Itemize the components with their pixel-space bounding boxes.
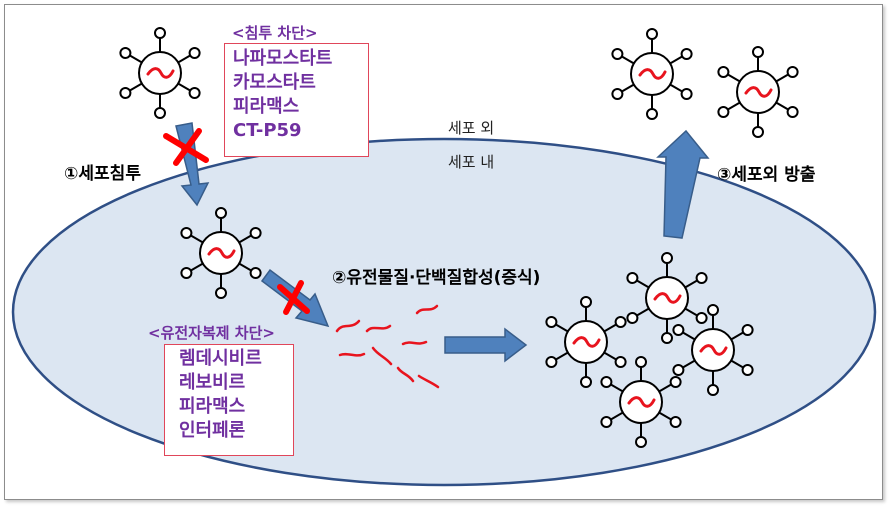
virus-outside	[118, 26, 202, 120]
release-arrow	[656, 129, 710, 239]
replication-block-box: 렘데시비르 레보비르 피라맥스 인터페론	[164, 344, 294, 456]
virus-released-2	[716, 45, 800, 139]
entry-drug: 카모스타트	[233, 72, 316, 93]
replication-drug: 렘데시비르	[179, 348, 262, 369]
rna-fragments	[335, 304, 440, 389]
replication-drug: 레보비르	[179, 372, 246, 393]
translation-arrow	[444, 327, 528, 363]
entry-drug: 나파모스타트	[233, 48, 333, 69]
step3-label: ③세포외 방출	[717, 165, 816, 185]
replication-drug: 인터페론	[179, 420, 246, 441]
entry-block-title: <침투 차단>	[232, 24, 318, 42]
replication-block-mark	[277, 280, 310, 315]
inside-cell-label: 세포 내	[448, 153, 495, 171]
virus-released-1	[610, 27, 694, 121]
entry-block-mark	[163, 128, 209, 166]
entry-block-box: 나파모스타트 카모스타트 피라맥스 CT-P59	[224, 43, 369, 157]
entry-drug-list: 나파모스타트 카모스타트 피라맥스 CT-P59	[233, 47, 332, 143]
replication-drug: 피라맥스	[179, 396, 246, 417]
outside-cell-label: 세포 외	[448, 119, 495, 137]
host-cell	[11, 137, 877, 487]
entry-drug: 피라맥스	[233, 96, 300, 117]
replication-block-title: <유전자복제 차단>	[148, 324, 275, 342]
entry-drug: CT-P59	[233, 120, 302, 141]
replication-drug-list: 렘데시비르 레보비르 피라맥스 인터페론	[179, 347, 262, 443]
step2-label: ②유전물질·단백질합성(증식)	[332, 268, 541, 288]
step1-label: ①세포침투	[64, 164, 141, 184]
